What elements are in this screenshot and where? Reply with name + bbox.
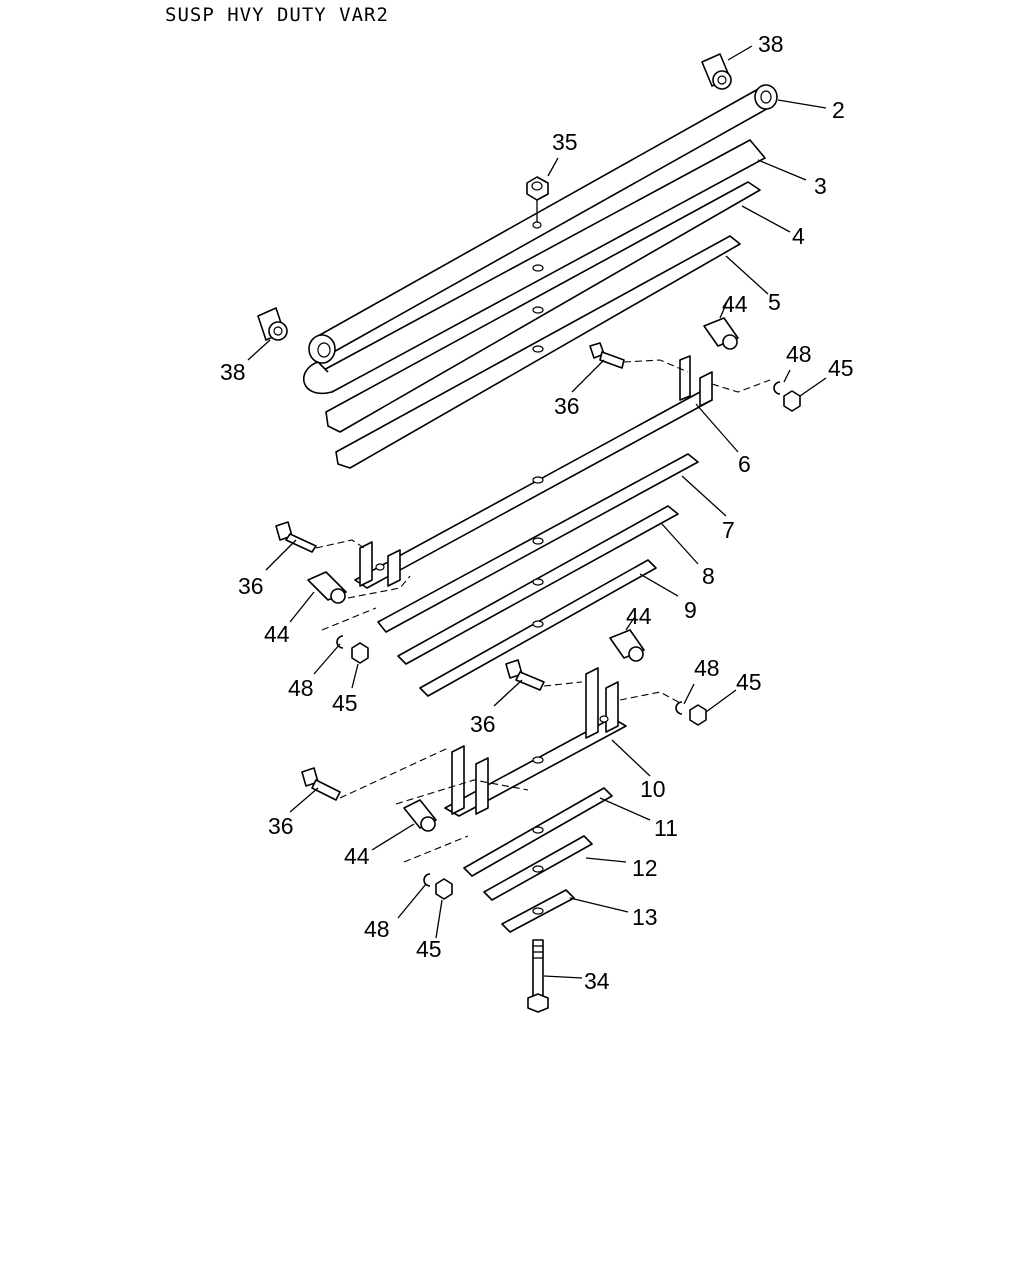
callout-2: 2 — [832, 97, 845, 123]
bushing-38-left — [257, 307, 288, 341]
bolt-36-d — [301, 767, 341, 801]
nut-45-d — [435, 878, 453, 900]
nut-35 — [526, 176, 549, 229]
callout-48: 48 — [364, 916, 390, 942]
callout-13: 13 — [632, 904, 658, 930]
callout-45: 45 — [828, 355, 854, 381]
callout-4: 4 — [792, 223, 805, 249]
callout-36: 36 — [238, 573, 264, 599]
callout-38: 38 — [758, 31, 784, 57]
callout-10: 10 — [640, 776, 666, 802]
washer-48-a — [773, 381, 781, 395]
callout-8: 8 — [702, 563, 715, 589]
diagram-title: SUSP HVY DUTY VAR2 — [165, 4, 389, 26]
bracket-10 — [444, 667, 627, 817]
callout-5: 5 — [768, 289, 781, 315]
callout-48: 48 — [694, 655, 720, 681]
callout-36: 36 — [470, 711, 496, 737]
callout-45: 45 — [332, 690, 358, 716]
callout-48: 48 — [786, 341, 812, 367]
callout-7: 7 — [722, 517, 735, 543]
bolt-36-b — [275, 521, 317, 553]
callout-44: 44 — [626, 603, 652, 629]
callout-6: 6 — [738, 451, 751, 477]
callout-3: 3 — [814, 173, 827, 199]
callout-34: 34 — [584, 968, 610, 994]
callout-45: 45 — [736, 669, 762, 695]
pin-44-b — [307, 571, 347, 604]
pin-44-d — [403, 799, 437, 832]
callout-36: 36 — [554, 393, 580, 419]
leader-lines — [247, 45, 827, 979]
callout-44: 44 — [722, 291, 748, 317]
nut-45-c — [689, 704, 707, 726]
bracket-6 — [354, 355, 713, 589]
pin-44-a — [703, 317, 739, 350]
callout-45: 45 — [416, 936, 442, 962]
bolt-36-a — [589, 342, 625, 369]
bushing-38-top — [701, 53, 732, 90]
nut-45-b — [351, 642, 369, 664]
main-leaf-2 — [308, 84, 778, 364]
callout-9: 9 — [684, 597, 697, 623]
leaf-9 — [419, 559, 657, 697]
pin-44-c — [609, 629, 645, 662]
callout-11: 11 — [654, 815, 678, 841]
callout-48: 48 — [288, 675, 314, 701]
callout-35: 35 — [552, 129, 578, 155]
leaf-4 — [325, 181, 761, 433]
callout-38: 38 — [220, 359, 246, 385]
callout-labels: 38 2 35 3 4 5 38 44 48 45 36 6 7 8 9 36 … — [220, 31, 854, 994]
washer-48-c — [675, 701, 683, 715]
washer-48-d — [423, 873, 431, 887]
center-bolt-34 — [527, 939, 549, 1013]
callout-44: 44 — [344, 843, 370, 869]
callout-12: 12 — [632, 855, 658, 881]
callout-36: 36 — [268, 813, 294, 839]
nut-45-a — [783, 390, 801, 412]
bolt-36-c — [505, 659, 545, 691]
callout-44: 44 — [264, 621, 290, 647]
